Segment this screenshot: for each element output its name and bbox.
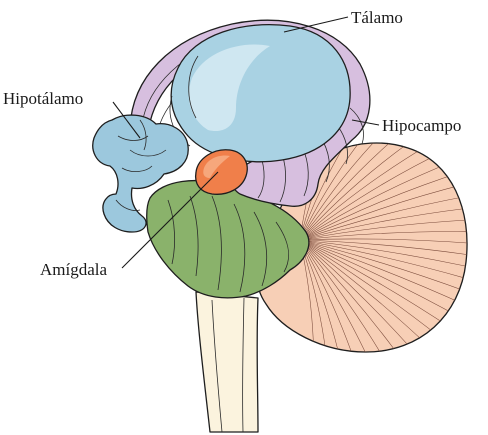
cerebellum-fold-line [299, 239, 468, 284]
thalamus [169, 24, 351, 163]
label-amigdala: Amígdala [40, 260, 107, 279]
cerebellum-fold-line [299, 239, 468, 258]
cerebellum-fold-line [299, 142, 403, 241]
cerebellum-fold-line [299, 239, 392, 352]
cerebellum-fold-line [299, 239, 468, 296]
spinal-cord [195, 291, 259, 433]
amygdala [194, 149, 248, 195]
cerebellum-fold-line [299, 142, 416, 241]
label-hipotalamo: Hipotálamo [3, 89, 83, 108]
brainstem [146, 180, 310, 299]
cerebellum-fold-line [299, 181, 468, 241]
cerebellum-fold-line [299, 239, 331, 352]
cerebellum-fold-line [299, 142, 388, 241]
cerebellum-fold-line [299, 239, 419, 352]
cerebellum-fold-line [299, 231, 468, 241]
cerebellum-fold-line [299, 193, 468, 241]
cerebellum-folds [299, 142, 468, 352]
cerebellum-fold-line [299, 239, 468, 308]
cerebellum-fold-line [299, 239, 432, 349]
cerebellum-fold-line [299, 239, 468, 271]
cerebellum-fold-line [299, 169, 468, 241]
cerebellum-fold-line [299, 239, 463, 319]
cerebellum-fold-line [299, 239, 378, 352]
cerebellum-fold-line [299, 142, 429, 241]
leader-hipocampo [351, 119, 380, 126]
leader-hipotalamo [112, 101, 141, 139]
leader-lines [112, 16, 380, 269]
cerebellum-fold-line [299, 205, 468, 241]
cerebellum-fold-line [299, 238, 468, 246]
cerebellum-fold-line [299, 218, 468, 241]
label-hipocampo: Hipocampo [382, 116, 461, 135]
cerebellum-fold-line [299, 239, 362, 352]
cerebellum-fold-line [299, 239, 347, 352]
hypothalamus [92, 114, 189, 233]
leader-amigdala [121, 171, 219, 269]
cerebellum-fold-line [299, 158, 460, 241]
cerebellum-fold-line [299, 142, 374, 241]
cerebellum-fold-line [299, 239, 443, 340]
label-talamo: Tálamo [351, 8, 403, 27]
cerebellum-fold-line [299, 239, 453, 330]
leader-talamo [283, 16, 349, 33]
